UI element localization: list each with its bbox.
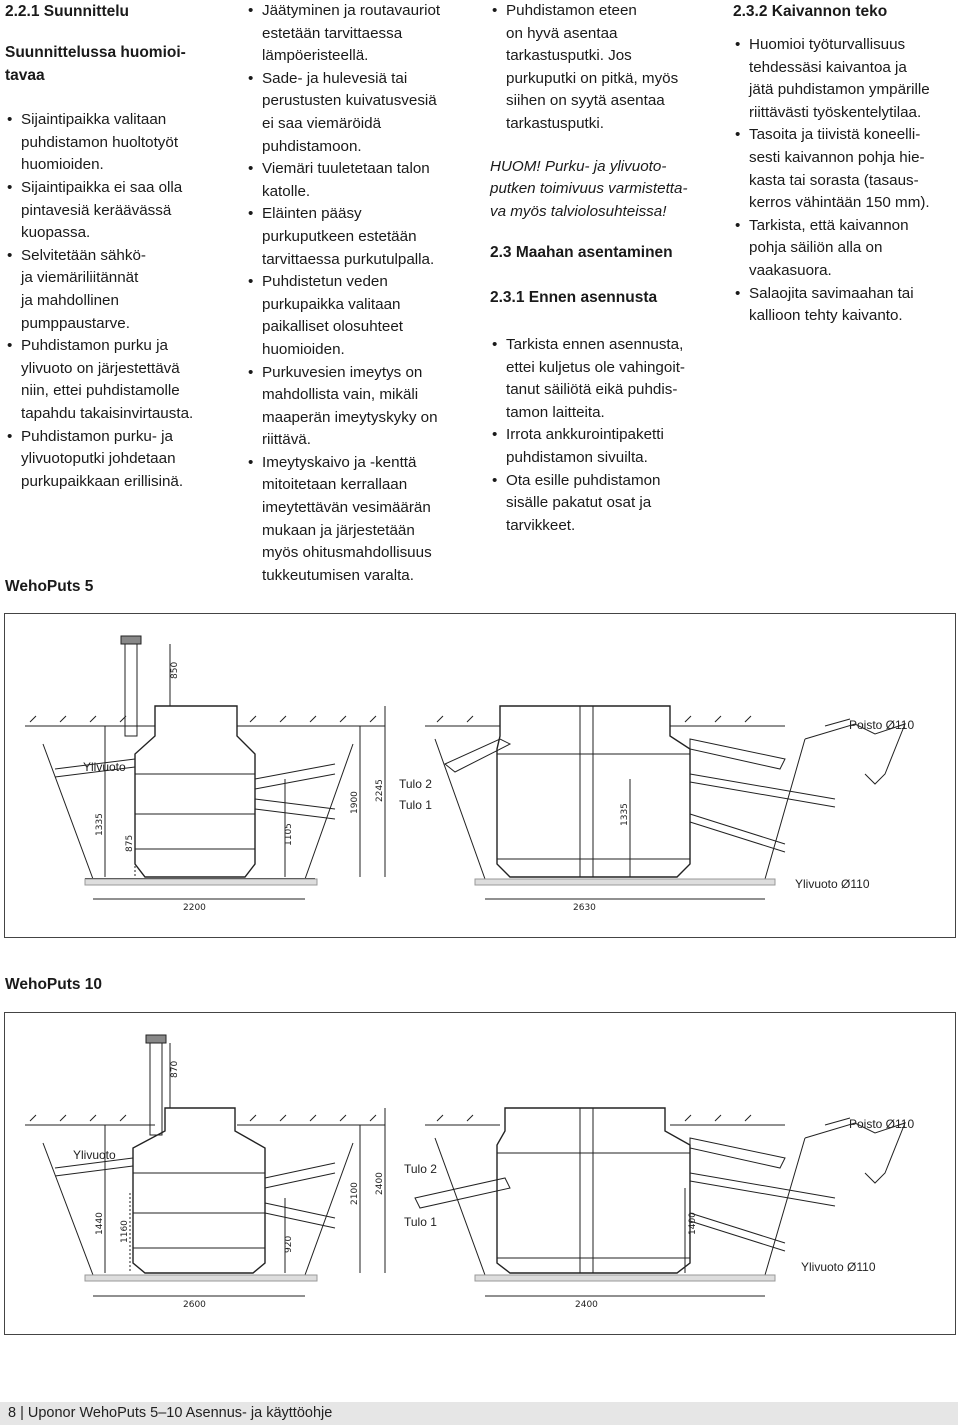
column-1: 2.2.1 Suunnittelu Suunnittelussa huomioi…	[5, 0, 233, 493]
dim-1900: 1900	[350, 791, 360, 814]
label-poisto: Poisto Ø110	[849, 1117, 914, 1131]
label-ylivuoto: Ylivuoto	[83, 760, 126, 774]
technical-drawing: Ylivuoto Tulo 2 Tulo 1 Poisto Ø110 Ylivu…	[25, 635, 914, 913]
footer-text: 8 | Uponor WehoPuts 5–10 Asennus- ja käy…	[8, 1405, 333, 1421]
note: HUOM! Purku- ja ylivuoto-putken toimivuu…	[490, 157, 688, 220]
page-footer: 8 | Uponor WehoPuts 5–10 Asennus- ja käy…	[0, 1402, 958, 1425]
list-item: Tarkista ennen asennusta,ettei kuljetus …	[490, 334, 726, 424]
label-ylivuoto-110: Ylivuoto Ø110	[795, 877, 870, 891]
dim-870: 870	[170, 1061, 180, 1078]
dim-920: 920	[284, 1236, 294, 1253]
list-item: Tasoita ja tiivistä koneelli-sesti kaiva…	[733, 124, 957, 214]
dim-2200: 2200	[183, 903, 206, 913]
label-tulo1: Tulo 1	[399, 798, 432, 812]
label-ylivuoto-110: Ylivuoto Ø110	[801, 1260, 876, 1274]
dim-2400: 2400	[375, 1172, 385, 1195]
dim-1335-right: 1335	[620, 803, 630, 826]
technical-drawing: Ylivuoto Tulo 2 Tulo 1 Poisto Ø110 Ylivu…	[25, 1034, 914, 1310]
drawing-wehoputs5: Ylivuoto Tulo 2 Tulo 1 Poisto Ø110 Ylivu…	[4, 613, 956, 938]
dim-2630: 2630	[573, 903, 596, 913]
dim-2600: 2600	[183, 1300, 206, 1310]
list-item: Selvitetään sähkö-ja viemäriliitännätja …	[5, 245, 233, 335]
label-ylivuoto: Ylivuoto	[73, 1148, 116, 1162]
label-tulo2: Tulo 2	[404, 1162, 437, 1176]
column-4: 2.3.2 Kaivannon teko Huomioi työturvalli…	[733, 0, 957, 328]
subheading: Suunnittelussa huomioi-tavaa	[5, 44, 186, 84]
label-poisto: Poisto Ø110	[849, 718, 914, 732]
dim-1105: 1105	[284, 823, 294, 846]
label-tulo1: Tulo 1	[404, 1215, 437, 1229]
heading-2-3: 2.3 Maahan asentaminen	[490, 244, 673, 262]
bullet-list: Tarkista ennen asennusta,ettei kuljetus …	[490, 334, 726, 537]
dim-875: 875	[125, 835, 135, 852]
dim-2100: 2100	[350, 1182, 360, 1205]
dim-1160: 1160	[120, 1220, 130, 1243]
dim-2245: 2245	[375, 779, 385, 802]
heading-2-3-2: 2.3.2 Kaivannon teko	[733, 3, 888, 20]
dim-850: 850	[170, 662, 180, 679]
dim-1400: 1400	[688, 1212, 698, 1235]
product-label-wehoputs5: WehoPuts 5	[5, 578, 94, 595]
drawing-wehoputs10: Ylivuoto Tulo 2 Tulo 1 Poisto Ø110 Ylivu…	[4, 1012, 956, 1335]
dim-1335: 1335	[95, 813, 105, 836]
product-label-wehoputs10: WehoPuts 10	[5, 976, 103, 993]
dim-2400-bottom: 2400	[575, 1300, 598, 1310]
heading-2-3-1: 2.3.1 Ennen asennusta	[490, 289, 658, 307]
label-tulo2: Tulo 2	[399, 777, 432, 791]
section-heading: 2.2.1 Suunnittelu	[5, 3, 130, 20]
dim-1440: 1440	[95, 1212, 105, 1235]
